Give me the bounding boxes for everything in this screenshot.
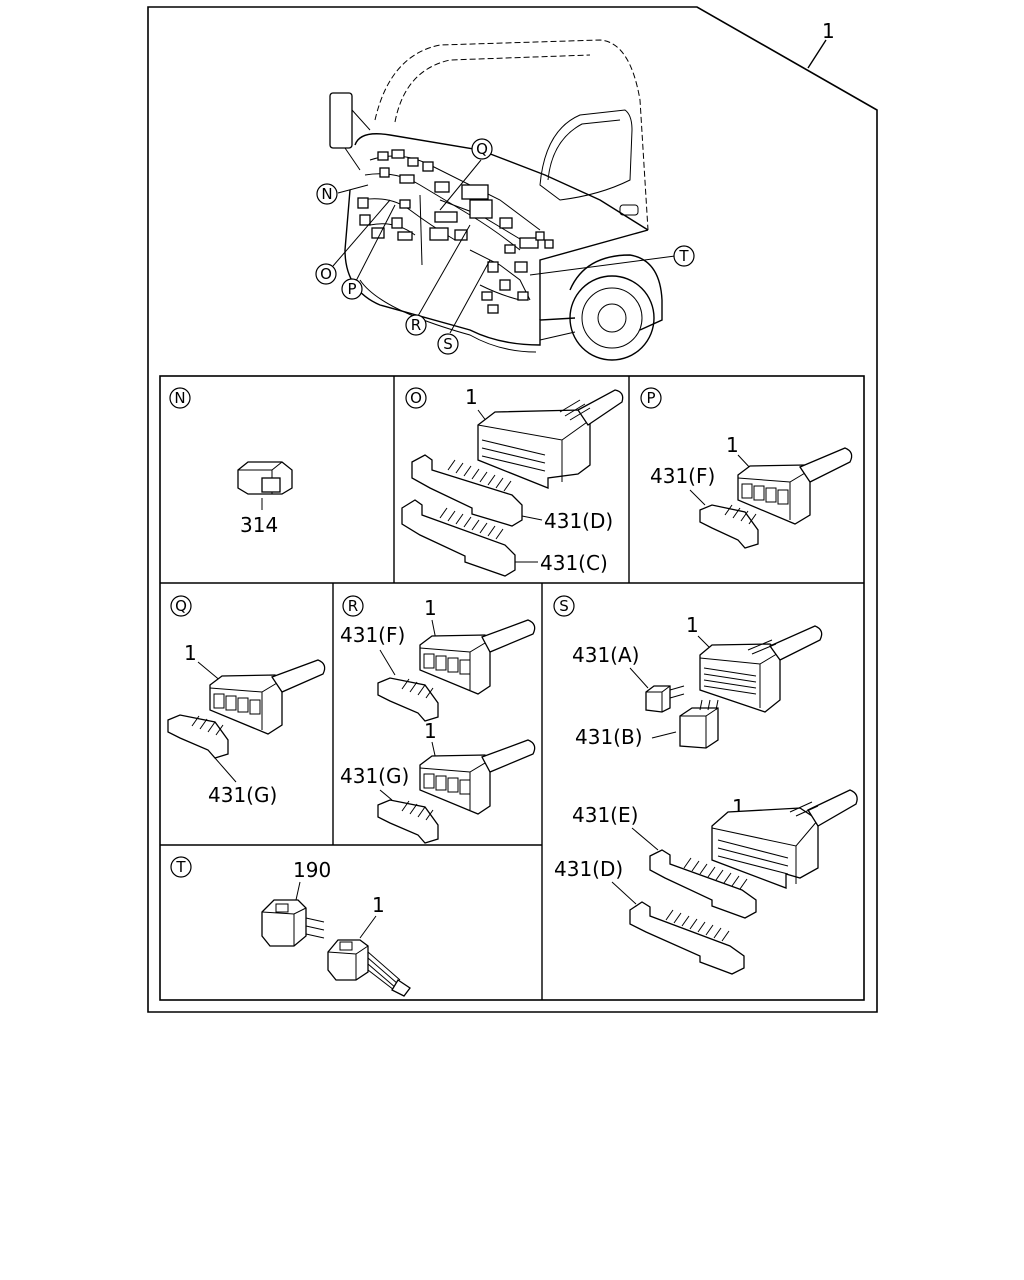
svg-text:Q: Q [175, 597, 187, 615]
svg-text:N: N [321, 185, 332, 203]
part-label-431G: 431(G) [208, 783, 277, 807]
svg-text:1: 1 [686, 613, 699, 637]
svg-text:Q: Q [476, 140, 488, 158]
panel-N: N 314 [169, 387, 293, 537]
callout-S-main: S [437, 333, 459, 355]
callout-Q-main: Q [471, 138, 493, 160]
svg-text:P: P [347, 280, 356, 298]
svg-text:S: S [559, 597, 569, 615]
part-label-431C: 431(C) [540, 551, 608, 575]
svg-text:431(A): 431(A) [572, 643, 639, 667]
panel-P: P 1 431(F) [640, 387, 853, 549]
svg-text:T: T [678, 247, 689, 265]
svg-text:431(F): 431(F) [340, 623, 405, 647]
svg-text:190: 190 [293, 858, 331, 882]
svg-text:431(D): 431(D) [554, 857, 623, 881]
callout-O-main: O [315, 263, 337, 285]
callout-T-main: T [673, 245, 695, 267]
svg-text:R: R [411, 316, 421, 334]
svg-text:431(B): 431(B) [575, 725, 643, 749]
svg-text:431(F): 431(F) [650, 464, 715, 488]
assembly-callout: 1 [822, 19, 835, 43]
svg-text:1: 1 [372, 893, 385, 917]
panel-S: S 1 431(A) 431(B) 1 431(E) [553, 595, 858, 975]
panel-R: R 431(F) 1 1 431(G) [340, 595, 536, 844]
callout-N: N [316, 183, 338, 205]
svg-text:1: 1 [184, 641, 197, 665]
svg-text:T: T [175, 858, 186, 876]
outer-frame [147, 6, 878, 1013]
panel-Q: Q 1 431(G) [167, 595, 326, 807]
svg-text:1: 1 [424, 719, 437, 743]
detail-grid [159, 375, 865, 1001]
callout-P-main: P [341, 278, 363, 300]
svg-text:1: 1 [465, 385, 478, 409]
svg-text:431(E): 431(E) [572, 803, 638, 827]
part-label-314: 314 [240, 513, 278, 537]
svg-text:P: P [646, 389, 655, 407]
svg-text:R: R [348, 597, 358, 615]
part-label-431D: 431(D) [544, 509, 613, 533]
svg-text:N: N [174, 389, 185, 407]
svg-text:1: 1 [424, 596, 437, 620]
truck-cab-illustration [329, 39, 676, 361]
part-label-431G-R: 431(G) [340, 764, 409, 788]
svg-text:O: O [320, 265, 332, 283]
callout-R-main: R [405, 314, 427, 336]
svg-text:O: O [410, 389, 422, 407]
panel-O: O 1 431(D) 431(C) [401, 385, 624, 577]
svg-text:1: 1 [726, 433, 739, 457]
svg-text:S: S [443, 335, 453, 353]
panel-T: T 190 1 [170, 856, 411, 997]
